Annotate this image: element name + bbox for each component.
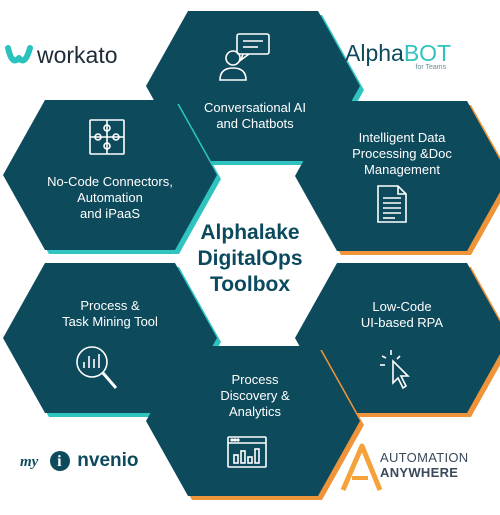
hex-label-top: Conversational AI and Chatbots (204, 100, 306, 131)
alphabot-wordmark-accent: BOT (403, 40, 452, 66)
myinvenio-logo: my i nvenio (20, 450, 139, 472)
myinvenio-i: i (57, 453, 62, 470)
hex-label-lower-left: Process & Task Mining Tool (62, 298, 158, 329)
puzzle-icon (89, 119, 125, 155)
chat-person-icon (219, 33, 270, 81)
hex-upper-right (295, 101, 500, 255)
hex-bottom (146, 346, 364, 500)
hex-upper-left (3, 100, 221, 254)
hex-label-lower-right: Low-Code UI-based RPA (360, 299, 444, 330)
center-title: Alphalake DigitalOps Toolbox (197, 221, 303, 296)
browser-chart-icon (227, 436, 267, 468)
myinvenio-my: my (20, 454, 39, 470)
document-icon (377, 185, 407, 223)
hex-top (146, 11, 364, 165)
automation-anywhere-line2: ANYWHERE (380, 465, 459, 480)
automation-anywhere-logo-mark (340, 443, 383, 491)
hex-label-bottom: Process Discovery & Analytics (220, 372, 290, 419)
magnifier-chart-icon (76, 346, 118, 389)
hex-label-upper-left: No-Code Connectors, Automation and iPaaS (47, 174, 173, 221)
alphabot-logo: AlphaBOT for Teams (345, 40, 451, 71)
workato-logo: workato (37, 42, 118, 69)
hex-lower-left (3, 263, 221, 417)
alphabot-subtitle: for Teams (415, 64, 447, 71)
workato-wordmark: workato (37, 42, 118, 68)
hex-lower-right (295, 263, 500, 417)
myinvenio-i-circle (50, 451, 70, 471)
cursor-click-icon (380, 350, 410, 390)
alphabot-wordmark-main: Alpha (345, 40, 404, 66)
workato-logo-mark (5, 45, 33, 64)
automation-anywhere-logo: AUTOMATION ANYWHERE (380, 450, 468, 480)
myinvenio-rest: nvenio (77, 450, 139, 471)
hex-label-upper-right: Intelligent Data Processing &Doc Managem… (352, 130, 452, 177)
automation-anywhere-line1: AUTOMATION (380, 450, 469, 465)
